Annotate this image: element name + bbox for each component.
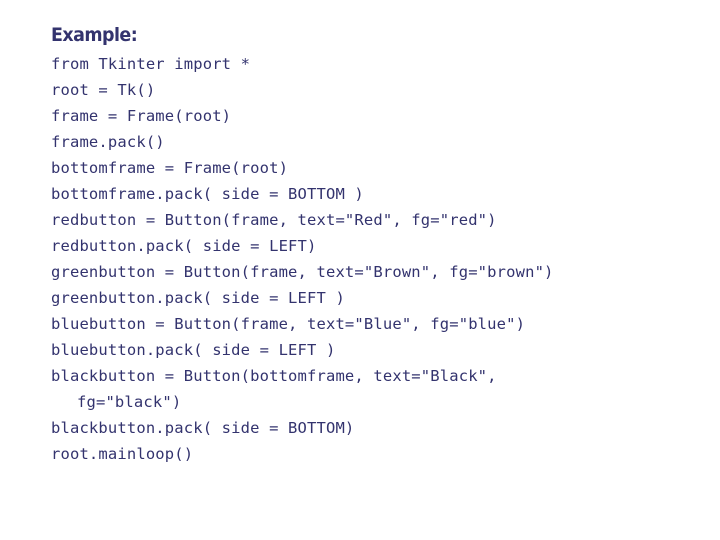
code-line: redbutton = Button(frame, text="Red", fg…: [51, 211, 497, 229]
code-line: root.mainloop(): [51, 445, 194, 463]
code-line: bottomframe.pack( side = BOTTOM ): [51, 185, 364, 203]
code-line: bottomframe = Frame(root): [51, 159, 289, 177]
code-line: bluebutton.pack( side = LEFT ): [51, 341, 336, 359]
code-line: root = Tk(): [51, 81, 156, 99]
code-line: greenbutton.pack( side = LEFT ): [51, 289, 345, 307]
code-line: frame = Frame(root): [51, 107, 232, 125]
code-line: frame.pack(): [51, 133, 165, 151]
code-line: bluebutton = Button(frame, text="Blue", …: [51, 315, 526, 333]
code-listing: from Tkinter import * root = Tk() frame = …: [51, 51, 691, 467]
code-line: from Tkinter import *: [51, 55, 251, 73]
code-line: redbutton.pack( side = LEFT): [51, 237, 317, 255]
code-line: greenbutton = Button(frame, text="Brown"…: [51, 263, 554, 281]
code-line: blackbutton.pack( side = BOTTOM): [51, 419, 355, 437]
code-line: blackbutton = Button(bottomframe, text="…: [51, 367, 497, 385]
page-title: Example:: [51, 24, 138, 46]
code-line: fg="black"): [77, 393, 182, 411]
